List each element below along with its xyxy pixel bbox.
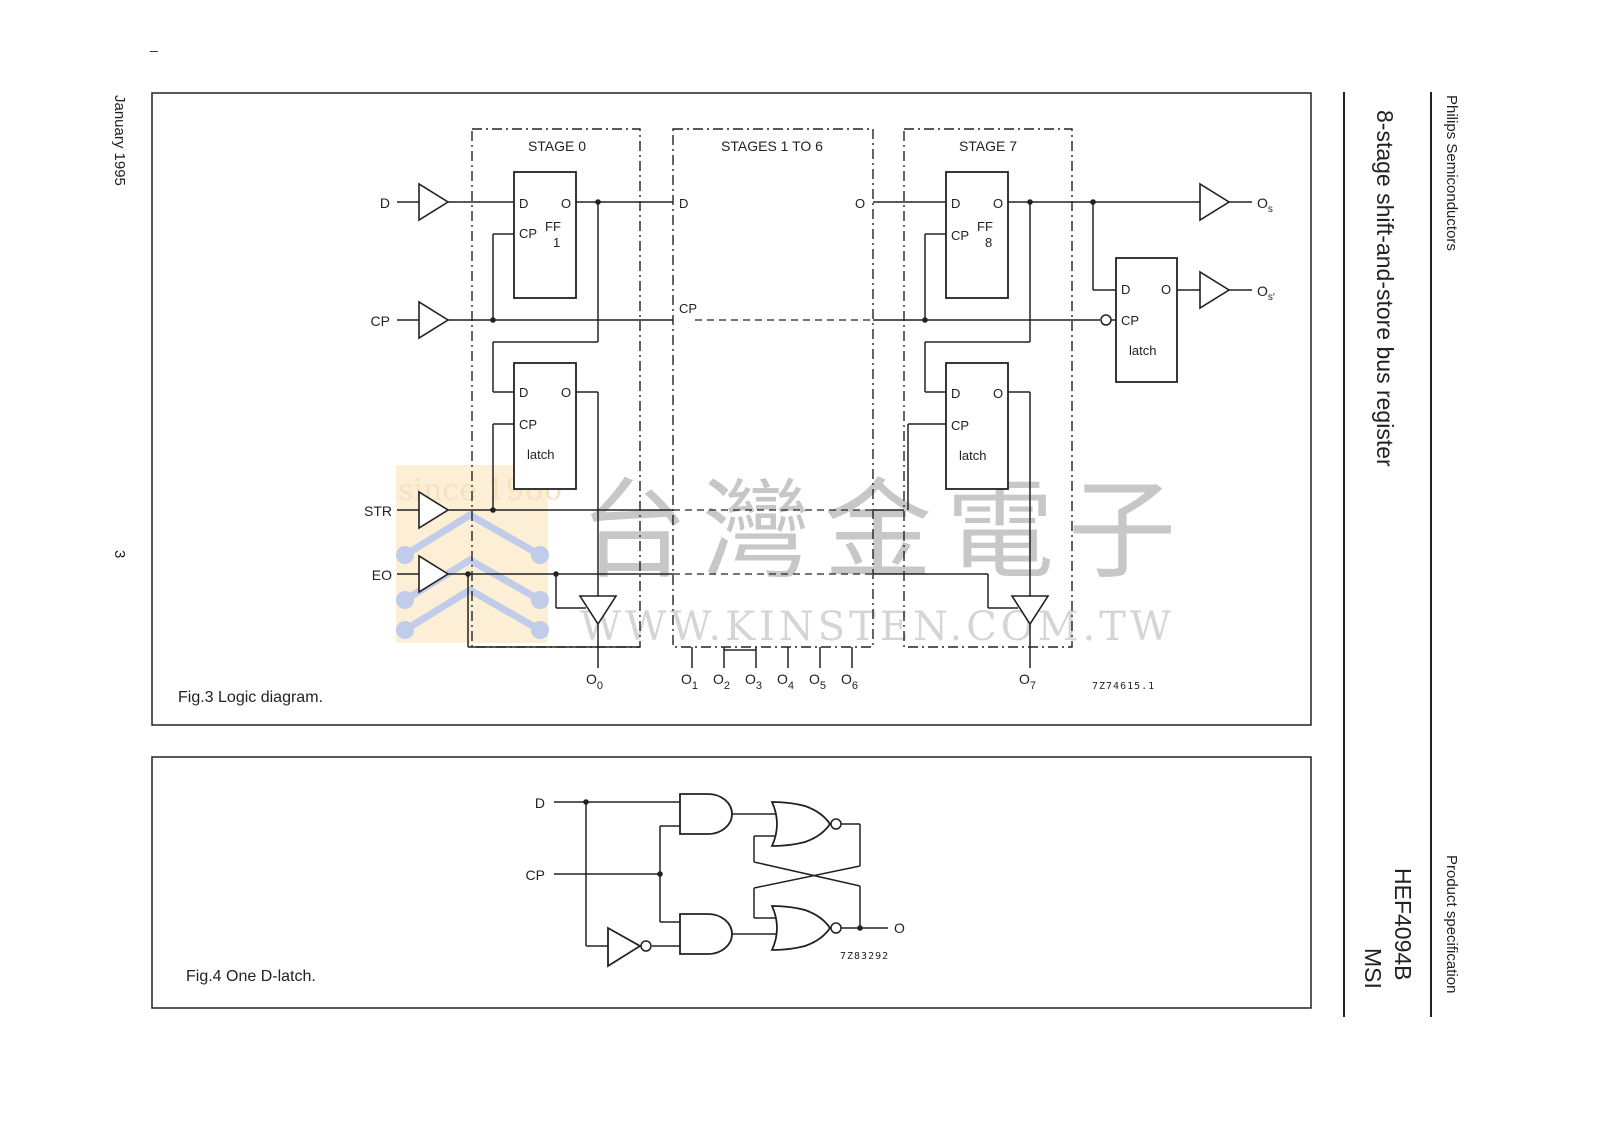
ff8-label: FF xyxy=(977,219,993,234)
os-latch-q-pin: O xyxy=(1161,282,1171,297)
output-o3: O3 xyxy=(745,671,762,692)
stage0-label: STAGE 0 xyxy=(528,138,586,154)
latch0-d-pin: D xyxy=(519,385,528,400)
input-str-label: STR xyxy=(364,503,392,519)
latch7-q-pin: O xyxy=(993,386,1003,401)
ff1-block xyxy=(513,171,577,299)
latch7-block xyxy=(945,362,1009,490)
ff1-cp-pin: CP xyxy=(519,226,537,241)
latch7-label: latch xyxy=(959,448,986,463)
fig3-wires xyxy=(397,201,1252,668)
fig4-nor-gate-top xyxy=(770,801,832,847)
stage7-label: STAGE 7 xyxy=(959,138,1017,154)
fig4-o-label: O xyxy=(894,920,905,936)
watermark: since 1980 台灣金電子 WWW.KINSTEN.COM.TW xyxy=(396,465,1190,650)
latch0-label: latch xyxy=(527,447,554,462)
header-rule-right xyxy=(1430,92,1432,1017)
output-o0: O0 xyxy=(586,671,603,692)
watermark-url: WWW.KINSTEN.COM.TW xyxy=(580,604,1175,650)
output-o6: O6 xyxy=(841,671,858,692)
stages-mid-label: STAGES 1 TO 6 xyxy=(721,138,823,154)
fig3-frame xyxy=(151,92,1312,726)
latch0-q-pin: O xyxy=(561,385,571,400)
fig4-nor-gate-bottom xyxy=(770,905,832,951)
stages-mid-q-pin: O xyxy=(855,196,865,211)
fig4-frame xyxy=(151,756,1312,1009)
latch0-cp-pin: CP xyxy=(519,417,537,432)
parallel-outputs: O0 O1 O2 O3 O4 O5 O6 O7 xyxy=(586,671,1036,692)
output-os-label: Os xyxy=(1257,195,1273,215)
output-o1: O1 xyxy=(681,671,698,692)
os-latch-label: latch xyxy=(1129,343,1156,358)
input-cp-label: CP xyxy=(371,313,390,329)
input-d-label: D xyxy=(380,195,390,211)
output-o5: O5 xyxy=(809,671,826,692)
output-o2: O2 xyxy=(713,671,730,692)
latch0-block xyxy=(513,362,577,490)
tristate-buffer-o7 xyxy=(1010,595,1050,626)
ff8-cp-pin: CP xyxy=(951,228,969,243)
fig4-and-gate-top xyxy=(679,793,733,835)
fig3-code: 7Z74615.1 xyxy=(1092,681,1155,692)
fig4-d-label: D xyxy=(535,795,545,811)
stage7-box xyxy=(903,128,1073,648)
ff8-d-pin: D xyxy=(951,196,960,211)
ff1-number: 1 xyxy=(553,235,560,250)
watermark-chinese: 台灣金電子 xyxy=(580,469,1190,594)
stages-mid-d-pin: D xyxy=(679,196,688,211)
tristate-buffer-o0 xyxy=(578,595,618,626)
fig3-caption: Fig.3 Logic diagram. xyxy=(178,689,323,706)
fig4-wires xyxy=(554,801,888,947)
inverted-cp-bubble xyxy=(1100,314,1112,326)
fig4-caption: Fig.4 One D-latch. xyxy=(186,968,316,985)
output-o4: O4 xyxy=(777,671,794,692)
ff8-q-pin: O xyxy=(993,196,1003,211)
fig4-inverter xyxy=(607,926,642,968)
os-latch-d-pin: D xyxy=(1121,282,1130,297)
output-o7: O7 xyxy=(1019,671,1036,692)
buffer-os xyxy=(1199,182,1231,222)
ff1-q-pin: O xyxy=(561,196,571,211)
os-latch-cp-pin: CP xyxy=(1121,313,1139,328)
ff1-d-pin: D xyxy=(519,196,528,211)
fig4-and-gate-bottom xyxy=(679,913,733,955)
ff1-label: FF xyxy=(545,219,561,234)
corner-mark: _ xyxy=(150,36,158,52)
stages-mid-cp-pin: CP xyxy=(679,301,697,316)
os-prime-latch-block xyxy=(1115,257,1178,383)
buffer-d xyxy=(418,182,450,222)
header-rule-left xyxy=(1343,92,1345,1017)
ff8-block xyxy=(945,171,1009,299)
input-eo-label: EO xyxy=(372,567,392,583)
ff8-number: 8 xyxy=(985,235,992,250)
buffer-os-prime xyxy=(1199,270,1231,310)
fig4-code: 7Z83292 xyxy=(840,951,889,962)
buffer-cp xyxy=(418,300,450,340)
latch7-d-pin: D xyxy=(951,386,960,401)
fig4-cp-label: CP xyxy=(526,867,545,883)
latch7-cp-pin: CP xyxy=(951,418,969,433)
output-os-prime-label: Os′ xyxy=(1257,283,1275,303)
stages-mid-box xyxy=(672,128,874,648)
